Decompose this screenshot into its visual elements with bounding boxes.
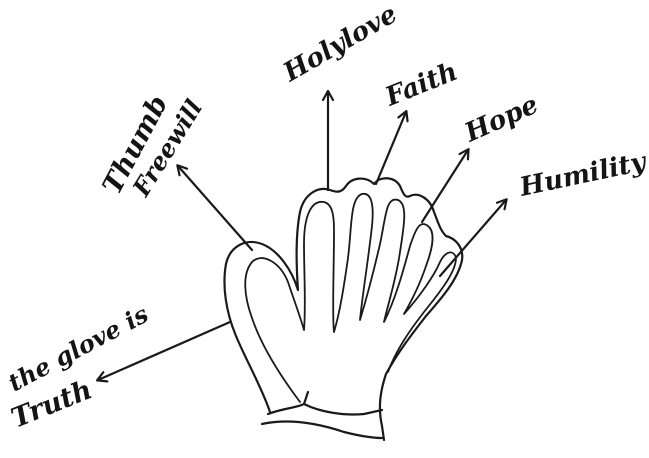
glove-outline: [224, 178, 462, 440]
arrow-faith: [376, 112, 406, 184]
labels: Thumb Freewill Holylove Faith Hope Humil…: [3, 0, 649, 434]
label-hope: Hope: [460, 90, 543, 149]
arrow-hope: [422, 150, 468, 222]
arrow-thumb: [178, 166, 252, 250]
label-humility: Humility: [516, 147, 649, 204]
label-faith: Faith: [380, 57, 461, 113]
label-holy-love: Holylove: [278, 0, 403, 89]
